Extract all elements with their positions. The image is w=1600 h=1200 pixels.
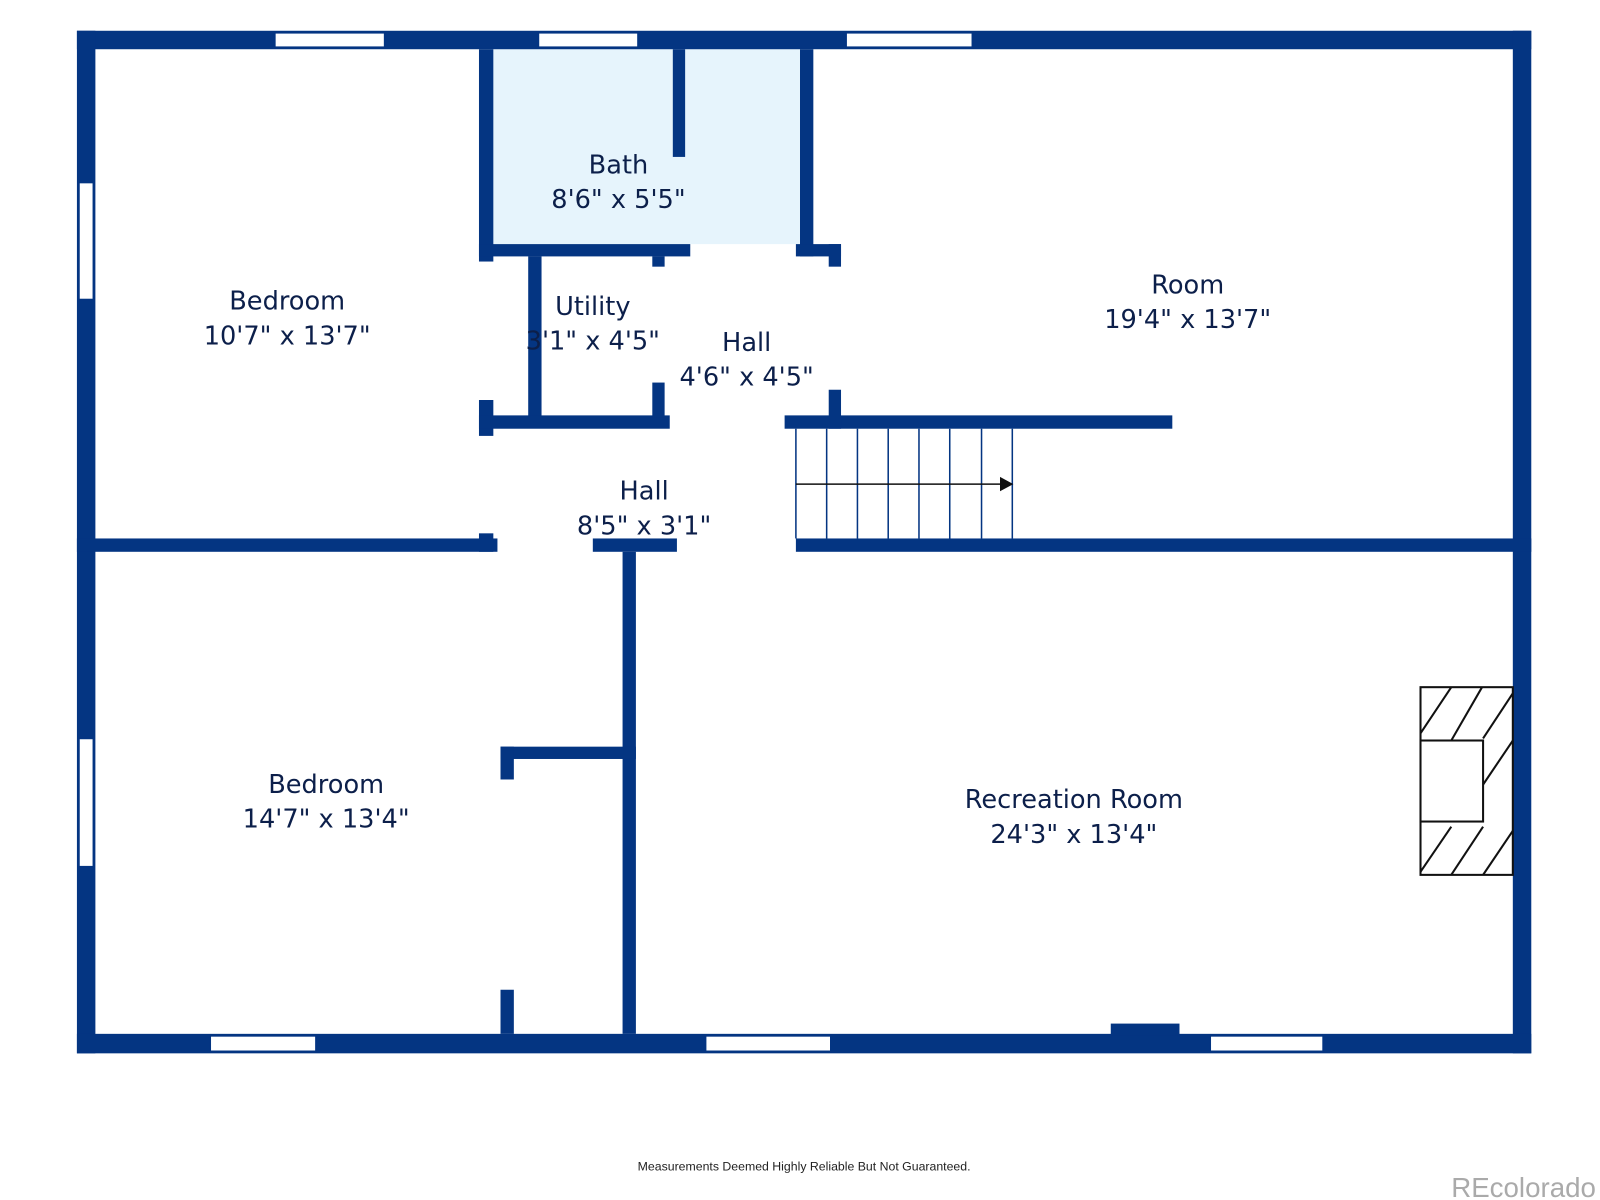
disclaimer: Measurements Deemed Highly Reliable But … [638, 1159, 971, 1173]
room-name: Hall [722, 328, 771, 358]
stairs [795, 428, 1014, 539]
watermark-logo: REcolorado [1451, 1172, 1596, 1200]
room-size: 3'1" x 4'5" [526, 327, 660, 357]
room-name: Bath [589, 150, 649, 180]
room-size: 19'4" x 13'7" [1104, 305, 1271, 335]
windows [78, 32, 1324, 1053]
room-name: Recreation Room [965, 785, 1183, 815]
room-size: 8'5" x 3'1" [577, 511, 711, 541]
room-name: Hall [619, 476, 668, 506]
room-size: 8'6" x 5'5" [551, 185, 685, 215]
bath-fill [493, 49, 800, 245]
room-size: 10'7" x 13'7" [204, 322, 371, 352]
room-name: Utility [555, 292, 630, 322]
room-name: Bedroom [268, 770, 384, 800]
room-size: 4'6" x 4'5" [679, 363, 813, 393]
room-size: 24'3" x 13'4" [990, 820, 1157, 850]
walls [76, 30, 1532, 1054]
room-labels: Bedroom 10'7" x 13'7" Bath 8'6" x 5'5" R… [204, 150, 1271, 850]
stairs-arrow-icon [1000, 476, 1014, 492]
room-name: Bedroom [229, 287, 345, 317]
fireplace [1419, 686, 1514, 876]
room-name: Room [1151, 270, 1224, 300]
room-size: 14'7" x 13'4" [243, 805, 410, 835]
